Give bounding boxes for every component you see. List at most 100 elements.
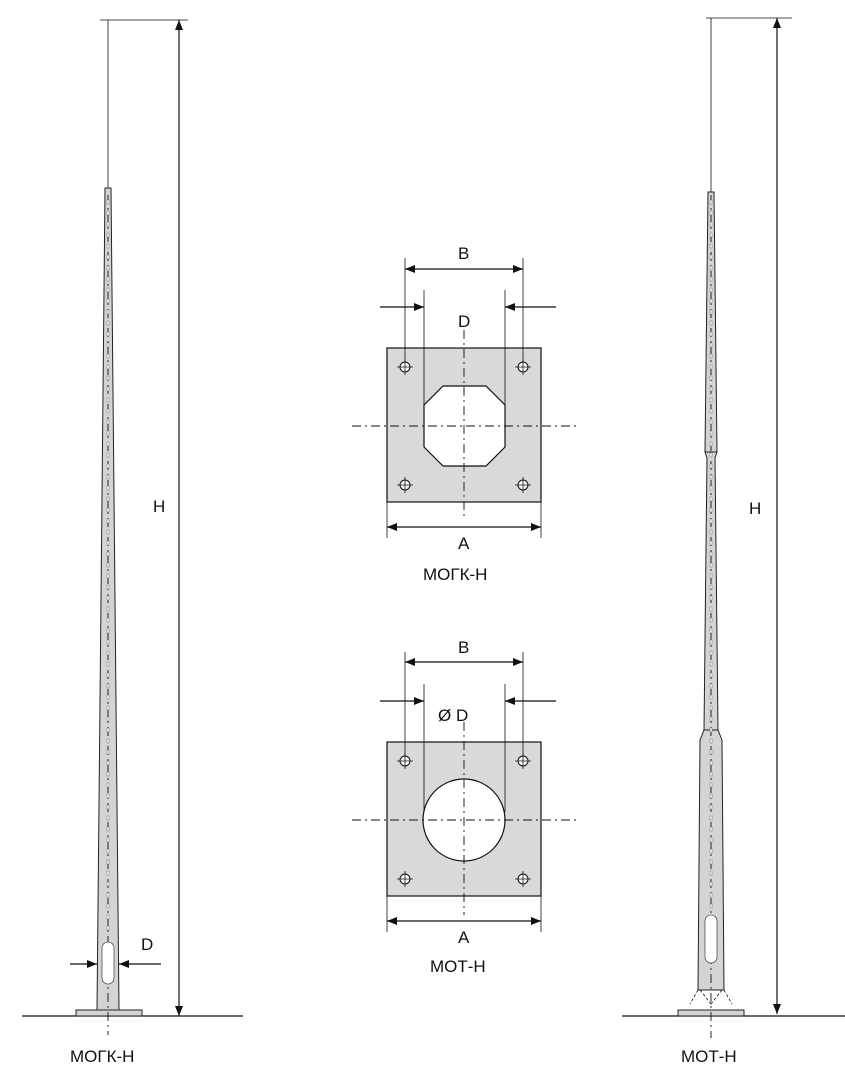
vent-hole <box>709 397 713 403</box>
vent-hole <box>106 848 110 854</box>
vent-hole <box>106 826 110 832</box>
vent-hole <box>106 716 110 722</box>
vent-hole <box>106 452 110 458</box>
vent-hole <box>709 221 713 227</box>
vent-hole <box>106 265 110 271</box>
vent-hole <box>709 452 713 458</box>
vent-hole <box>106 837 110 843</box>
vent-hole <box>106 474 110 480</box>
vent-hole <box>106 771 110 777</box>
vent-hole <box>709 870 713 876</box>
vent-hole <box>709 386 713 392</box>
vent-hole <box>106 232 110 238</box>
vent-hole <box>106 804 110 810</box>
vent-hole <box>106 463 110 469</box>
vent-hole <box>106 276 110 282</box>
vent-hole <box>106 617 110 623</box>
vent-hole <box>709 606 713 612</box>
vent-hole <box>709 419 713 425</box>
vent-hole <box>709 694 713 700</box>
vent-hole <box>709 529 713 535</box>
vent-hole <box>106 419 110 425</box>
d-label: Ø D <box>438 706 468 725</box>
vent-hole <box>709 265 713 271</box>
vent-hole <box>709 804 713 810</box>
vent-hole <box>106 903 110 909</box>
vent-hole <box>106 364 110 370</box>
vent-hole <box>709 628 713 634</box>
vent-hole <box>709 375 713 381</box>
vent-hole <box>106 628 110 634</box>
vent-hole <box>106 760 110 766</box>
bolt-crosshairs <box>397 753 531 887</box>
vent-hole <box>709 661 713 667</box>
vent-hole <box>709 199 713 205</box>
vent-hole <box>709 232 713 238</box>
a-label: A <box>458 534 470 553</box>
vent-hole <box>106 815 110 821</box>
vent-hole <box>106 562 110 568</box>
vent-hole <box>106 496 110 502</box>
vent-hole <box>709 573 713 579</box>
vent-hole <box>709 716 713 722</box>
vent-hole <box>106 914 110 920</box>
vent-hole <box>106 859 110 865</box>
vent-hole <box>106 408 110 414</box>
base-flange <box>75 1009 143 1017</box>
octagon-opening <box>423 385 506 467</box>
vent-hole <box>709 826 713 832</box>
b-label: B <box>458 244 469 263</box>
bolt-holes <box>397 753 531 887</box>
d-label: D <box>458 312 470 331</box>
vent-hole <box>106 342 110 348</box>
vent-hole <box>106 661 110 667</box>
vent-hole <box>709 815 713 821</box>
vent-hole <box>709 782 713 788</box>
vent-hole <box>106 694 110 700</box>
vent-hole <box>106 705 110 711</box>
vent-hole <box>106 551 110 557</box>
vent-hole <box>709 837 713 843</box>
height-label: H <box>153 497 165 516</box>
vent-hole <box>709 364 713 370</box>
vent-hole <box>709 287 713 293</box>
vent-hole <box>106 870 110 876</box>
left-pole-caption: МОГК-Н <box>70 1047 134 1066</box>
vent-hole <box>709 881 713 887</box>
vent-hole <box>106 320 110 326</box>
vent-hole <box>106 287 110 293</box>
vent-hole <box>106 298 110 304</box>
vent-hole <box>106 738 110 744</box>
round-base-plate: B Ø D A МОТ-Н <box>352 638 576 976</box>
vent-hole <box>106 881 110 887</box>
vent-hole <box>709 551 713 557</box>
vent-hole <box>709 705 713 711</box>
vent-hole <box>106 925 110 931</box>
vent-hole <box>106 430 110 436</box>
pole-vent-holes <box>709 199 713 909</box>
vent-hole <box>709 859 713 865</box>
vent-hole <box>106 573 110 579</box>
vent-hole <box>709 507 713 513</box>
vent-hole <box>709 760 713 766</box>
right-pole-drawing: H МОТ-Н <box>622 17 845 1066</box>
vent-hole <box>709 331 713 337</box>
vent-hole <box>709 298 713 304</box>
vent-hole <box>709 738 713 744</box>
vent-hole <box>709 595 713 601</box>
vent-hole <box>106 199 110 205</box>
vent-hole <box>106 529 110 535</box>
vent-hole <box>709 727 713 733</box>
vent-hole <box>709 353 713 359</box>
vent-hole <box>709 441 713 447</box>
pole-vent-holes <box>106 199 110 931</box>
vent-hole <box>709 848 713 854</box>
vent-hole <box>709 650 713 656</box>
vent-hole <box>106 584 110 590</box>
vent-hole <box>709 617 713 623</box>
vent-hole <box>106 518 110 524</box>
service-hatch <box>101 941 115 985</box>
vent-hole <box>709 903 713 909</box>
vent-hole <box>106 595 110 601</box>
